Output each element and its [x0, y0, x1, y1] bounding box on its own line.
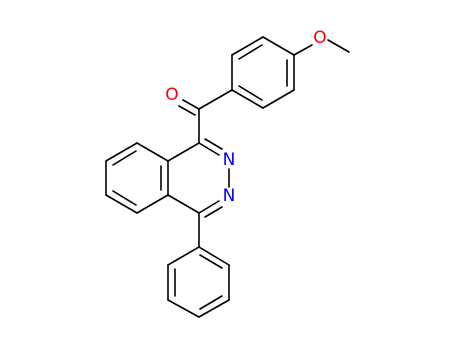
bond — [178, 105, 196, 116]
bond — [327, 39, 350, 53]
bond — [198, 246, 230, 266]
bond — [198, 200, 220, 214]
methoxy-oxygen-label: O — [313, 28, 326, 48]
bond — [167, 246, 200, 266]
bond — [231, 89, 264, 109]
bond — [167, 194, 200, 214]
bond — [293, 44, 313, 56]
bond — [231, 36, 264, 56]
bond — [238, 44, 263, 60]
bond — [136, 142, 169, 162]
bond — [182, 99, 200, 110]
bond — [105, 194, 138, 214]
bond — [198, 89, 233, 110]
bond — [204, 206, 223, 218]
bond — [112, 150, 137, 166]
bond — [105, 142, 138, 162]
bond — [198, 299, 230, 318]
bond — [167, 142, 200, 162]
bond — [262, 36, 295, 56]
bond — [199, 295, 223, 310]
ring-nitrogen-2-label: N — [223, 150, 236, 170]
bond — [198, 142, 220, 156]
bond — [167, 299, 200, 318]
atom-label-layer: O O N N — [165, 28, 326, 206]
carbonyl-oxygen-label: O — [165, 85, 178, 105]
bond — [262, 89, 295, 109]
bond — [199, 254, 223, 269]
ring-nitrogen-3-label: N — [223, 186, 236, 206]
bond — [204, 138, 223, 150]
bond — [136, 194, 169, 214]
bond — [112, 190, 137, 206]
bond — [238, 85, 263, 101]
bond-layer — [105, 36, 350, 318]
